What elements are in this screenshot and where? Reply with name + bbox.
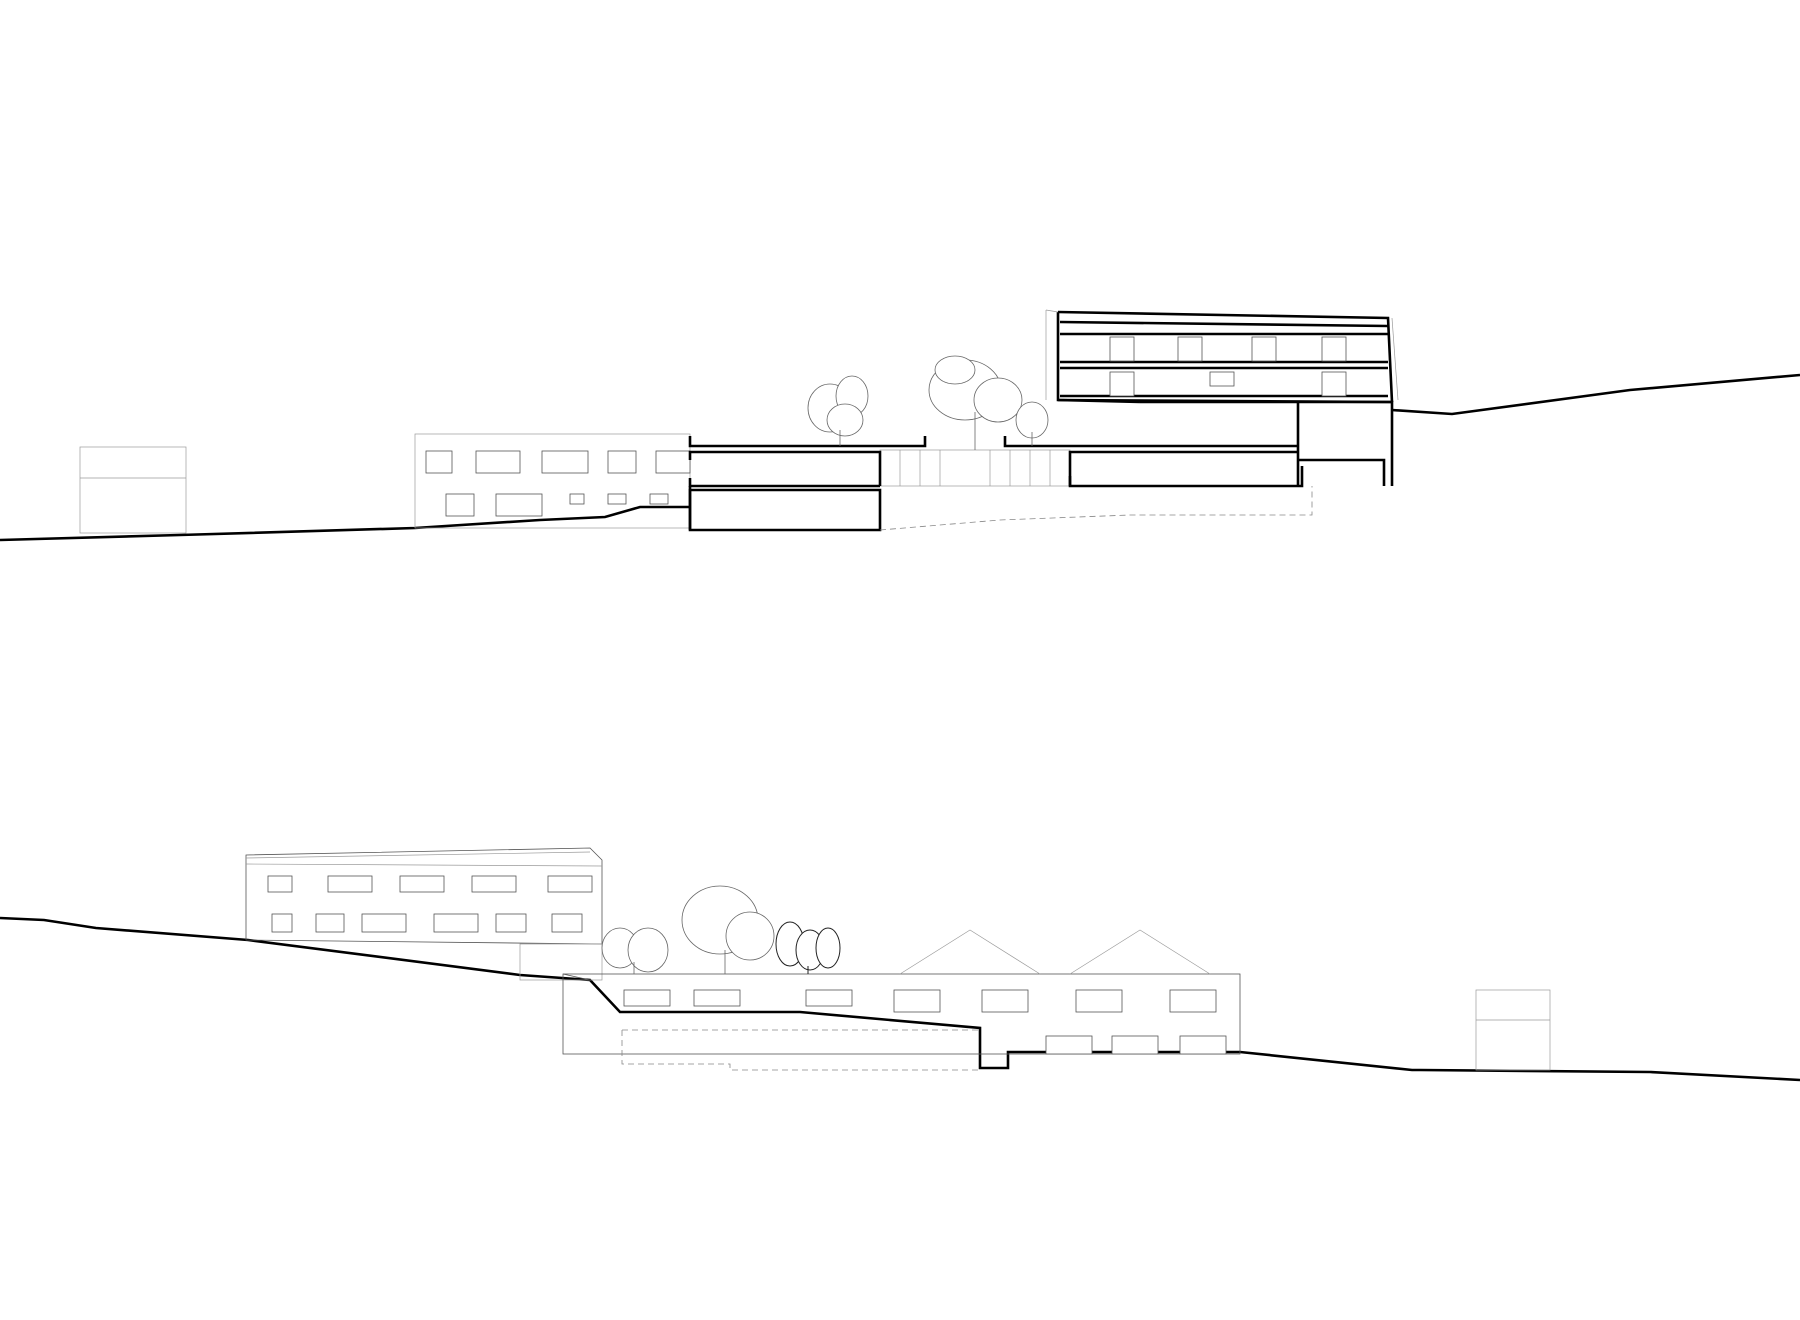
school-window-row [623,989,1217,1013]
hillside-window-row-lower [271,913,583,933]
section-trees [807,355,1049,450]
section-ground-line-right [1391,373,1800,416]
elevation-ground-line [0,916,1800,1082]
tower-doors [1109,336,1347,397]
tree-icon [807,375,869,446]
school-lower-openings [1045,1035,1227,1055]
courtyard-glazing [879,449,1071,487]
elevation-trees [601,885,841,974]
window-row-upper [425,450,691,474]
tree-icon [775,921,841,974]
hillside-building [245,847,603,981]
neighbor-building-right [1475,989,1551,1071]
elevation-view [0,847,1800,1082]
tower-section [1045,309,1399,404]
tree-icon [681,885,775,974]
neighbor-building-left [79,446,187,534]
hillside-window-row-upper [267,875,593,893]
tree-icon [928,355,1023,450]
section-view [0,309,1800,542]
school-elevation [562,929,1241,1071]
section-ground-line [0,505,690,542]
window-row-lower [445,493,669,517]
existing-building-elevation [414,433,691,529]
tree-icon [601,927,669,974]
tree-icon [1015,401,1049,446]
